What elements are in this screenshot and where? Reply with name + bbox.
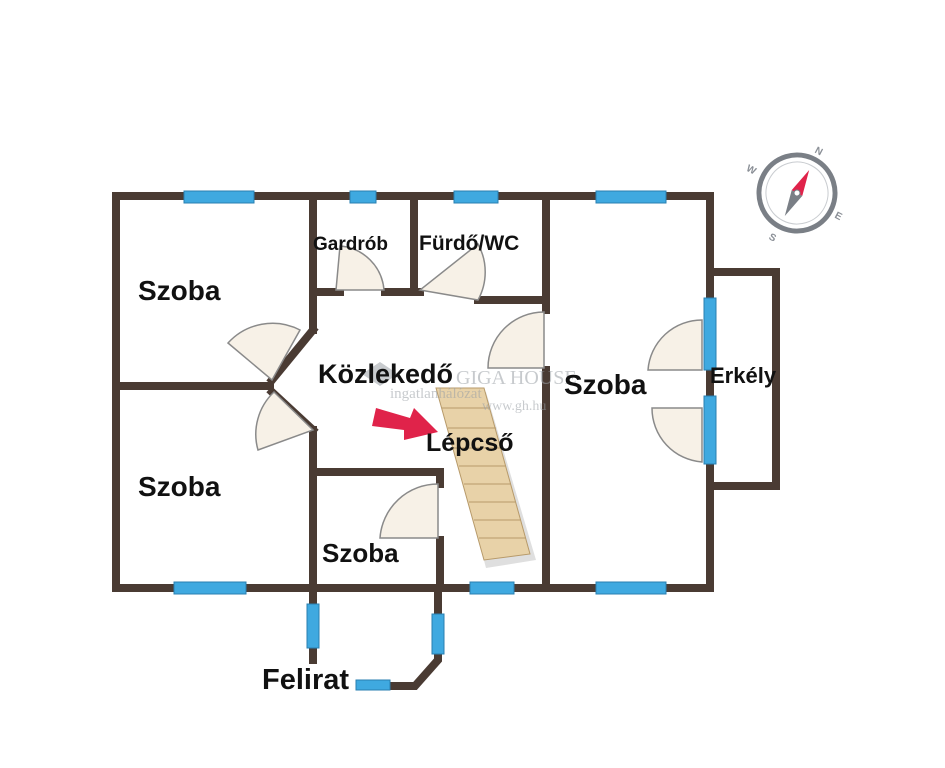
window [355, 679, 391, 691]
stair-steps [442, 407, 526, 539]
door [647, 319, 703, 371]
interior-wall [266, 324, 319, 386]
compass-north: N [813, 145, 825, 158]
room-label-erkely: Erkély [710, 363, 777, 388]
entrance-wall [386, 584, 442, 690]
window [183, 190, 255, 204]
doors [226, 242, 703, 539]
room-label-szoba-bottom-left: Szoba [138, 471, 221, 502]
staircase [435, 387, 536, 568]
room-label-felirat: Felirat [262, 664, 349, 696]
window [595, 190, 667, 204]
window [595, 581, 667, 595]
stair-body [435, 387, 531, 561]
room-label-szoba-right: Szoba [564, 369, 647, 400]
door [651, 407, 703, 463]
room-label-furdo-wc: Fürdő/WC [419, 232, 519, 255]
windows [173, 190, 717, 691]
window [431, 613, 445, 655]
compass-north-needle [791, 170, 810, 196]
compass-east: E [833, 210, 844, 223]
watermark-brand: GIGA HOUSE [456, 367, 577, 389]
window [306, 603, 320, 649]
watermark: GIGA HOUSE ingatlanhálózat www.gh.hu [362, 362, 577, 414]
window [703, 395, 717, 465]
room-label-szoba-small: Szoba [322, 538, 399, 568]
compass-south-needle [784, 190, 803, 216]
balcony-wall [706, 268, 780, 490]
room-label-lepcso: Lépcső [426, 429, 514, 457]
compass-west: W [744, 163, 758, 177]
room-label-kozlekedo: Közlekedő [318, 359, 453, 389]
door [255, 390, 315, 451]
window [703, 297, 717, 371]
window [469, 581, 515, 595]
door [226, 322, 302, 382]
door [335, 245, 385, 291]
watermark-sub: ingatlanhálózat [390, 386, 482, 402]
window [453, 190, 499, 204]
room-label-szoba-top-left: Szoba [138, 275, 221, 306]
door [418, 242, 486, 301]
compass-south: S [767, 232, 778, 245]
watermark-url: www.gh.hu [482, 399, 546, 414]
window [173, 581, 247, 595]
window [349, 190, 377, 204]
entrance-arrow-icon [372, 408, 438, 440]
compass-icon: N S E W [744, 145, 844, 245]
watermark-logo-icon [362, 362, 398, 386]
door [487, 311, 545, 369]
door [379, 483, 439, 539]
room-label-gardrob: Gardrób [313, 234, 388, 255]
